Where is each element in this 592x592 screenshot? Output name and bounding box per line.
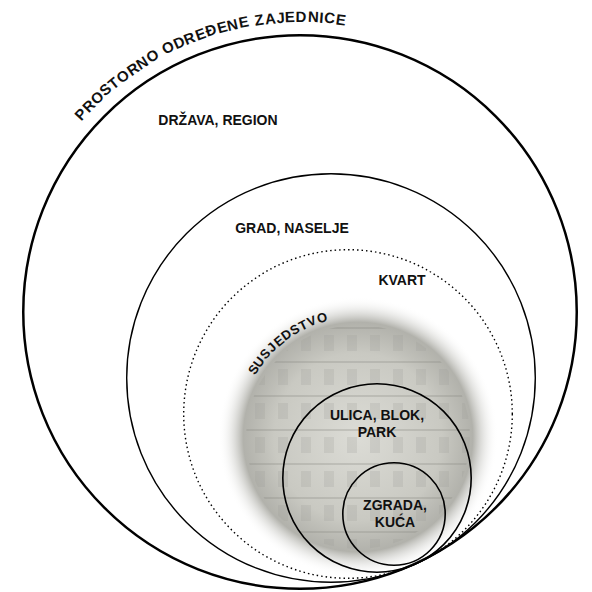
scope-label: GRAD, NASELJE [207, 220, 377, 237]
scope-circle: ZGRADA, KUĆA [342, 462, 446, 566]
scope-label: KVART [362, 272, 442, 289]
scope-circle: ZGRADA, KUĆA ULICA, BLOK, PARK [282, 383, 472, 573]
scope-circle: ZGRADA, KUĆAULICA, BLOK, PARKSUSJEDSTVOK… [183, 249, 513, 579]
curved-label: PROSTORNO ODREĐENE ZAJEDNICE [22, 34, 578, 590]
scope-label: DRŽAVA, REGION [118, 112, 318, 129]
scope-circle: ZGRADA, KUĆAULICA, BLOK, PARKSUSJEDSTVO [218, 297, 498, 577]
scope-label: ZGRADA, KUĆA [358, 497, 432, 531]
scope-circle: ZGRADA, KUĆAULICA, BLOK, PARKSUSJEDSTVOK… [126, 173, 536, 583]
scope-circle: ZGRADA, KUĆAULICA, BLOK, PARKSUSJEDSTVOK… [22, 34, 578, 590]
building-photo [218, 327, 498, 555]
photo-backdrop [218, 297, 498, 577]
scope-label: ULICA, BLOK, PARK [321, 407, 433, 441]
